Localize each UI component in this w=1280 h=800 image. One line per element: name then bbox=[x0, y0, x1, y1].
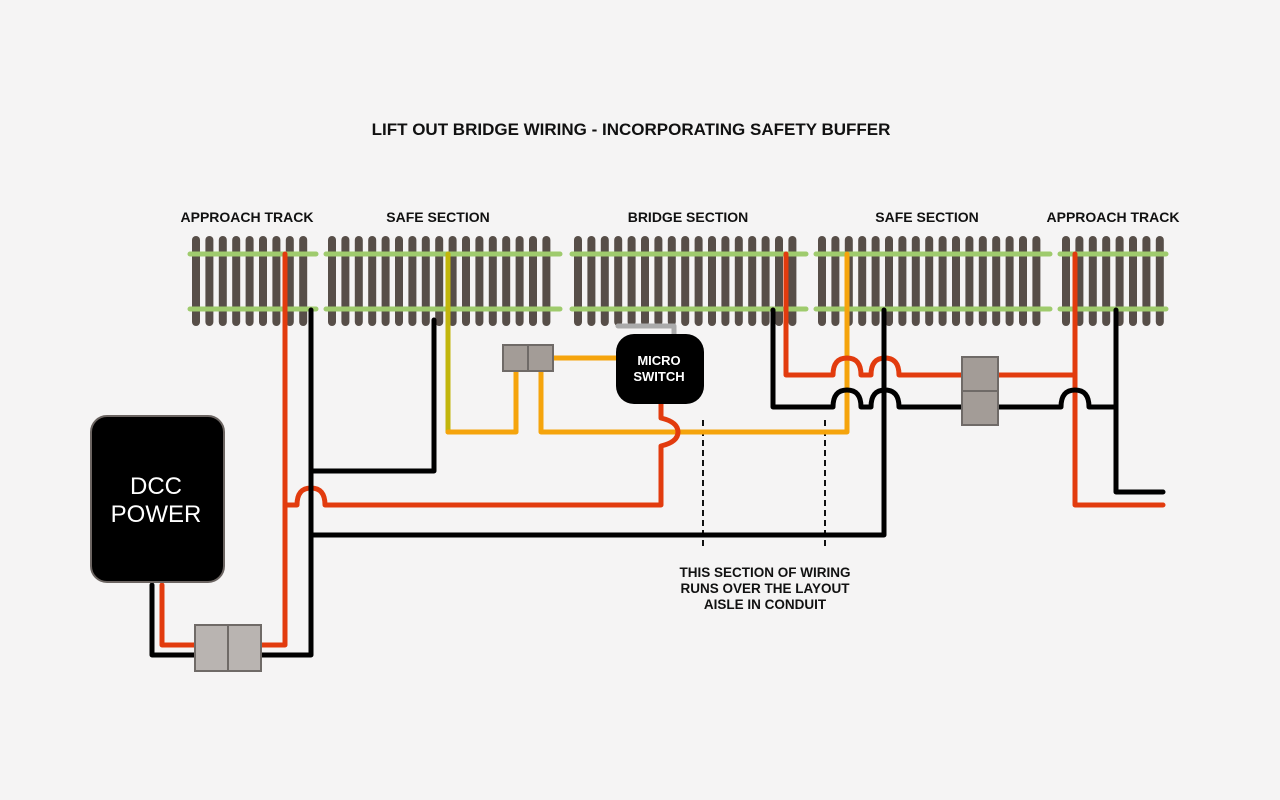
label-approach-track-left: APPROACH TRACK bbox=[181, 209, 314, 225]
micro-switch-label-line2: SWITCH bbox=[633, 369, 684, 384]
micro-switch-label-line1: MICRO bbox=[637, 353, 680, 368]
connector-block-dcc bbox=[194, 624, 262, 672]
diagram-title: LIFT OUT BRIDGE WIRING - INCORPORATING S… bbox=[372, 120, 891, 139]
conduit-note-line3: AISLE IN CONDUIT bbox=[704, 597, 827, 612]
wire-black-connector-to-approach-right bbox=[995, 387, 1119, 410]
track-safe-left bbox=[323, 236, 563, 326]
wire-orange-connector-to-safe-right bbox=[538, 251, 850, 435]
wire-black-dcc-output bbox=[149, 582, 199, 658]
label-approach-track-right: APPROACH TRACK bbox=[1047, 209, 1180, 225]
connector-block-switch bbox=[502, 344, 554, 372]
wire-black-bridge-feed bbox=[770, 307, 965, 410]
track-safe-right bbox=[813, 236, 1053, 326]
wire-black-approach-left-feed bbox=[259, 307, 314, 658]
wire-red-to-microswitch bbox=[282, 401, 681, 508]
wire-black-approach-right bbox=[1113, 307, 1166, 495]
wire-black-safe-left-feed bbox=[308, 317, 437, 474]
conduit-note-line1: THIS SECTION OF WIRING bbox=[680, 565, 851, 580]
switch-actuator-lever bbox=[615, 323, 677, 339]
wire-red-approach-left-feed bbox=[259, 251, 288, 648]
track-bridge bbox=[569, 236, 809, 326]
label-safe-section-right: SAFE SECTION bbox=[875, 209, 978, 225]
wire-red-bridge-feed bbox=[783, 251, 965, 378]
label-bridge-section: BRIDGE SECTION bbox=[628, 209, 749, 225]
track-approach-right bbox=[1057, 236, 1169, 326]
wire-orange-safe-left-to-connector bbox=[445, 367, 519, 435]
conduit-note: THIS SECTION OF WIRING RUNS OVER THE LAY… bbox=[680, 565, 851, 612]
track-approach-left bbox=[187, 236, 319, 326]
label-safe-section-left: SAFE SECTION bbox=[386, 209, 489, 225]
dcc-power-label-line1: DCC bbox=[130, 473, 182, 500]
dcc-power-label-line2: POWER bbox=[111, 501, 202, 528]
wire-black-safe-right-feed bbox=[308, 307, 887, 538]
micro-switch: MICRO SWITCH bbox=[616, 334, 704, 404]
conduit-note-line2: RUNS OVER THE LAYOUT bbox=[680, 581, 850, 596]
wire-red-dcc-output bbox=[159, 582, 199, 648]
dcc-power-unit: DCC POWER bbox=[90, 415, 225, 583]
connector-block-right bbox=[961, 356, 999, 426]
wire-red-approach-right bbox=[1072, 251, 1166, 508]
